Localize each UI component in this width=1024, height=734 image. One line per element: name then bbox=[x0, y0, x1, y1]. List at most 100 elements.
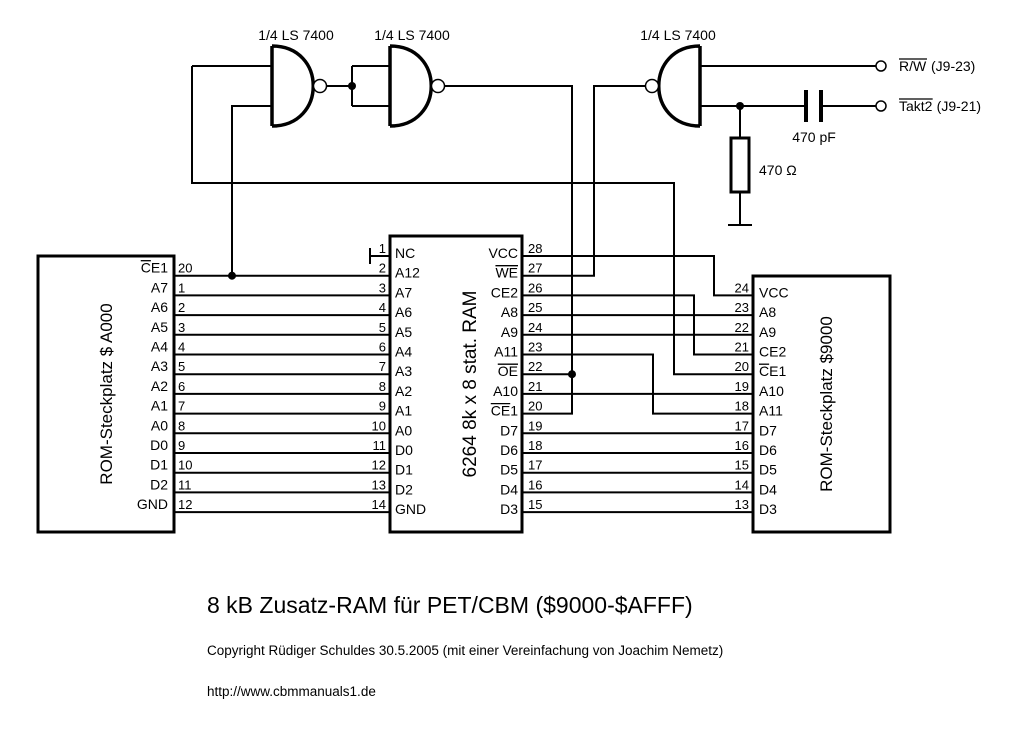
ram-right-pin-label: D6 bbox=[500, 442, 518, 458]
right-pin-number: 24 bbox=[735, 280, 749, 295]
right-pin-number: 22 bbox=[735, 320, 749, 335]
ram-right-pin-number: 20 bbox=[528, 399, 542, 414]
nand-gate-body bbox=[388, 44, 433, 128]
gate-label: 1/4 LS 7400 bbox=[258, 27, 334, 43]
left-pin-number: 8 bbox=[178, 418, 185, 433]
ram-right-pin-label: A11 bbox=[494, 344, 518, 360]
ram-left-pin-number: 5 bbox=[379, 320, 386, 335]
ram-right-pin-label: WE bbox=[495, 265, 518, 281]
right-pin-label: CE1 bbox=[759, 363, 786, 379]
resistor-body bbox=[729, 136, 751, 194]
ram-left-pin-number: 6 bbox=[379, 340, 386, 355]
ram-right-pin-number: 27 bbox=[528, 261, 542, 276]
right-pin-label: A8 bbox=[759, 304, 776, 320]
capacitor-value: 470 pF bbox=[792, 129, 836, 145]
left-pin-label: GND bbox=[137, 496, 168, 512]
wire-a11 bbox=[522, 353, 753, 415]
ram-right-pin-label: D5 bbox=[500, 462, 518, 478]
left-pin-label: A3 bbox=[151, 358, 168, 374]
right-pin-label: D5 bbox=[759, 462, 777, 478]
junction-dot bbox=[736, 102, 744, 110]
right-pin-number: 23 bbox=[735, 300, 749, 315]
gate-label: 1/4 LS 7400 bbox=[640, 27, 716, 43]
ram-right-pin-label: VCC bbox=[488, 245, 518, 261]
ram-6264-box bbox=[388, 234, 524, 534]
inverter-bubble bbox=[312, 78, 328, 94]
wire-vcc bbox=[522, 255, 753, 297]
ram-right-pin-number: 16 bbox=[528, 477, 542, 492]
ram-left-pin-number: 12 bbox=[372, 458, 386, 473]
left-pin-number: 10 bbox=[178, 458, 192, 473]
right-pin-number: 14 bbox=[735, 477, 749, 492]
left-pin-label: A0 bbox=[151, 417, 168, 433]
ram-right-pin-number: 18 bbox=[528, 438, 542, 453]
ram-left-pin-number: 9 bbox=[379, 399, 386, 414]
ram-left-pin-number: 3 bbox=[379, 280, 386, 295]
terminal-takt2 bbox=[875, 100, 887, 112]
ram-left-pin-label: A2 bbox=[395, 383, 412, 399]
ram-left-pin-label: A3 bbox=[395, 363, 412, 379]
right-pin-label: D7 bbox=[759, 422, 777, 438]
ram-left-pin-number: 13 bbox=[372, 477, 386, 492]
ram-left-pin-label: A0 bbox=[395, 422, 412, 438]
right-pin-label: D3 bbox=[759, 501, 777, 517]
ram-left-pin-number: 7 bbox=[379, 359, 386, 374]
ram-left-pin-label: A7 bbox=[395, 284, 412, 300]
left-pin-number: 3 bbox=[178, 320, 185, 335]
left-pin-number: 12 bbox=[178, 497, 192, 512]
left-pin-label: CE1 bbox=[141, 260, 168, 276]
right-pin-label: D4 bbox=[759, 481, 777, 497]
ram-left-pin-label: GND bbox=[395, 501, 426, 517]
ram-left-pin-number: 2 bbox=[379, 261, 386, 276]
gate-label: 1/4 LS 7400 bbox=[374, 27, 450, 43]
rom-socket-a000-name: ROM-Steckplatz $ A000 bbox=[97, 303, 116, 484]
left-pin-label: A4 bbox=[151, 339, 168, 355]
left-pin-label: D2 bbox=[150, 476, 168, 492]
ram-left-pin-number: 14 bbox=[372, 497, 386, 512]
ram-right-pin-number: 25 bbox=[528, 300, 542, 315]
right-pin-number: 18 bbox=[735, 399, 749, 414]
terminal-signal-takt2: Takt2 bbox=[899, 98, 933, 114]
ram-right-pin-label: D4 bbox=[500, 481, 518, 497]
nand-gate-1 bbox=[270, 44, 328, 128]
ram-right-pin-number: 26 bbox=[528, 280, 542, 295]
wire-ce1-rom9000 bbox=[191, 66, 753, 376]
right-pin-label: A9 bbox=[759, 324, 776, 340]
ram-right-pin-number: 24 bbox=[528, 320, 542, 335]
ram-left-pin-number: 8 bbox=[379, 379, 386, 394]
left-pin-label: A6 bbox=[151, 299, 168, 315]
terminal-signal-rw: R/W bbox=[899, 58, 927, 74]
ram-right-pin-number: 28 bbox=[528, 241, 542, 256]
left-pin-number: 11 bbox=[178, 477, 192, 492]
terminal-ref-rw: (J9-23) bbox=[931, 58, 975, 74]
nand-gate-3 bbox=[644, 44, 702, 128]
rom-socket-9000-box bbox=[751, 274, 892, 534]
ram-left-pin-label: A1 bbox=[395, 403, 412, 419]
right-pin-number: 15 bbox=[735, 458, 749, 473]
ram-right-pin-number: 21 bbox=[528, 379, 542, 394]
junction-dot bbox=[348, 82, 356, 90]
website-link[interactable]: http://www.cbmmanuals1.de bbox=[207, 684, 376, 699]
inverter-bubble bbox=[644, 78, 660, 94]
left-pin-label: A7 bbox=[151, 279, 168, 295]
wire-ce2 bbox=[522, 294, 753, 356]
ram-right-pin-label: D3 bbox=[500, 501, 518, 517]
wire-a12-gate bbox=[231, 105, 272, 276]
left-pin-number: 1 bbox=[178, 280, 185, 295]
copyright-note: Copyright Rüdiger Schuldes 30.5.2005 (mi… bbox=[207, 643, 724, 658]
ram-right-pin-label: A10 bbox=[493, 383, 518, 399]
right-pin-label: VCC bbox=[759, 284, 789, 300]
ram-right-pin-label: CE1 bbox=[491, 403, 518, 419]
right-pin-number: 13 bbox=[735, 497, 749, 512]
junction-dot bbox=[568, 370, 576, 379]
wires bbox=[174, 65, 876, 514]
ram-right-pin-number: 22 bbox=[528, 359, 542, 374]
ram-left-pin-label: A6 bbox=[395, 304, 412, 320]
ram-left-pin-label: A5 bbox=[395, 324, 412, 340]
ram-right-pin-label: D7 bbox=[500, 422, 518, 438]
ram-name: 6264 8k x 8 stat. RAM bbox=[460, 291, 481, 478]
nand-gate-2 bbox=[388, 44, 446, 128]
right-pin-number: 17 bbox=[735, 418, 749, 433]
